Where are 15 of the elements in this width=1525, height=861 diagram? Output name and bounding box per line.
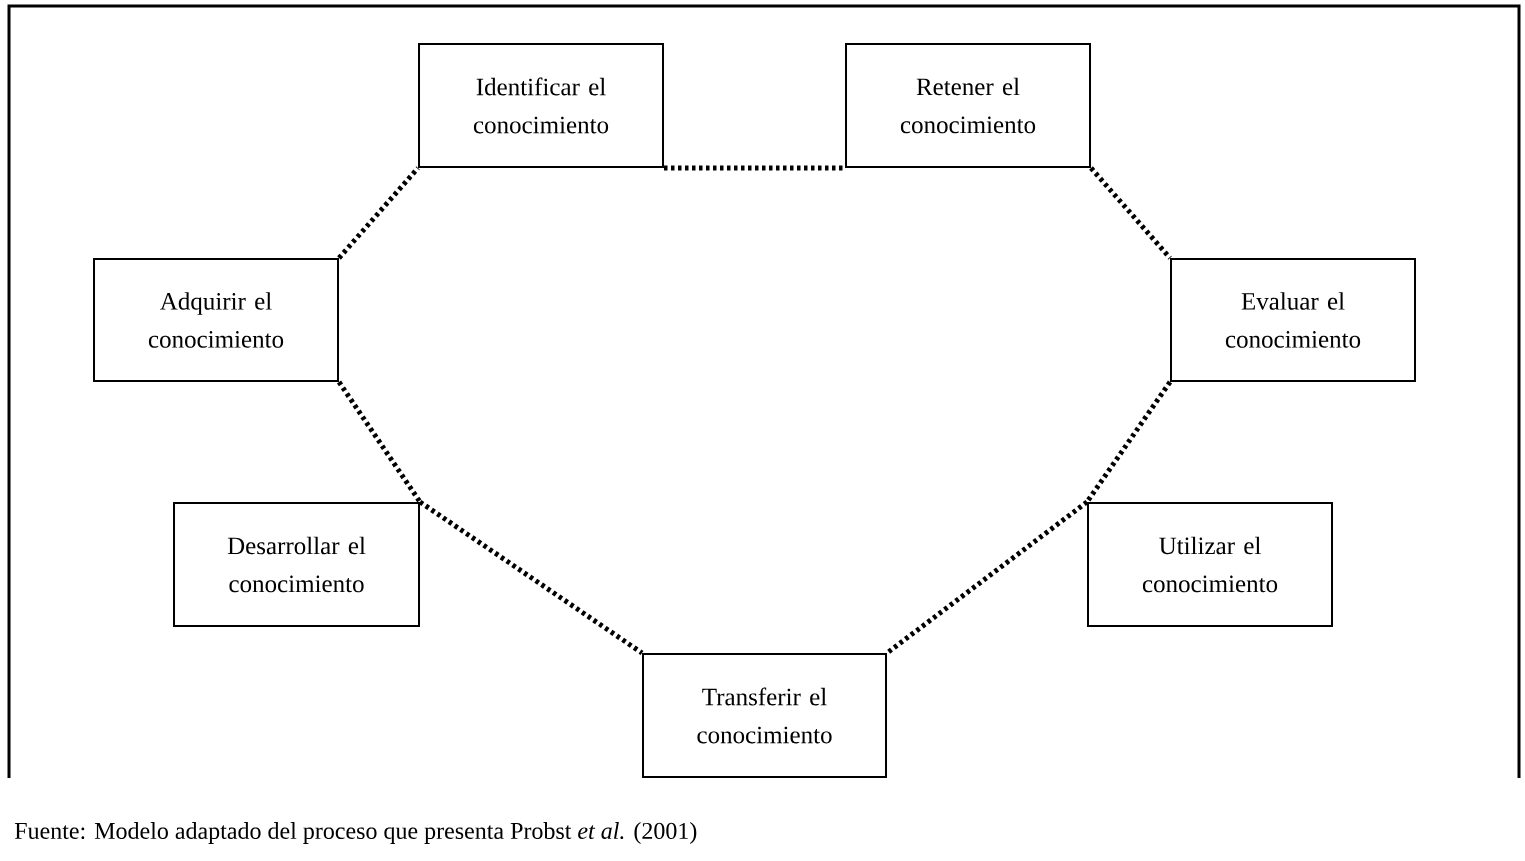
process-box: Desarrollar el conocimiento (173, 502, 420, 627)
process-box: Utilizar el conocimiento (1087, 502, 1333, 627)
dotted-line (1089, 166, 1172, 260)
dotted-line (885, 500, 1089, 655)
dotted-line (664, 165, 845, 171)
dotted-line (337, 166, 420, 260)
dotted-line (336, 380, 423, 504)
dotted-line (418, 499, 644, 656)
process-box: Retener el conocimiento (845, 43, 1091, 168)
process-box: Transferir el conocimiento (642, 653, 887, 778)
process-box: Adquirir el conocimiento (93, 258, 339, 382)
dotted-line (1084, 380, 1173, 504)
process-box: Evaluar el conocimiento (1170, 258, 1416, 382)
process-box: Identificar el conocimiento (418, 43, 664, 168)
caption: Fuente: Modelo adaptado del proceso que presenta Probst et al. (2001) (14, 822, 697, 844)
